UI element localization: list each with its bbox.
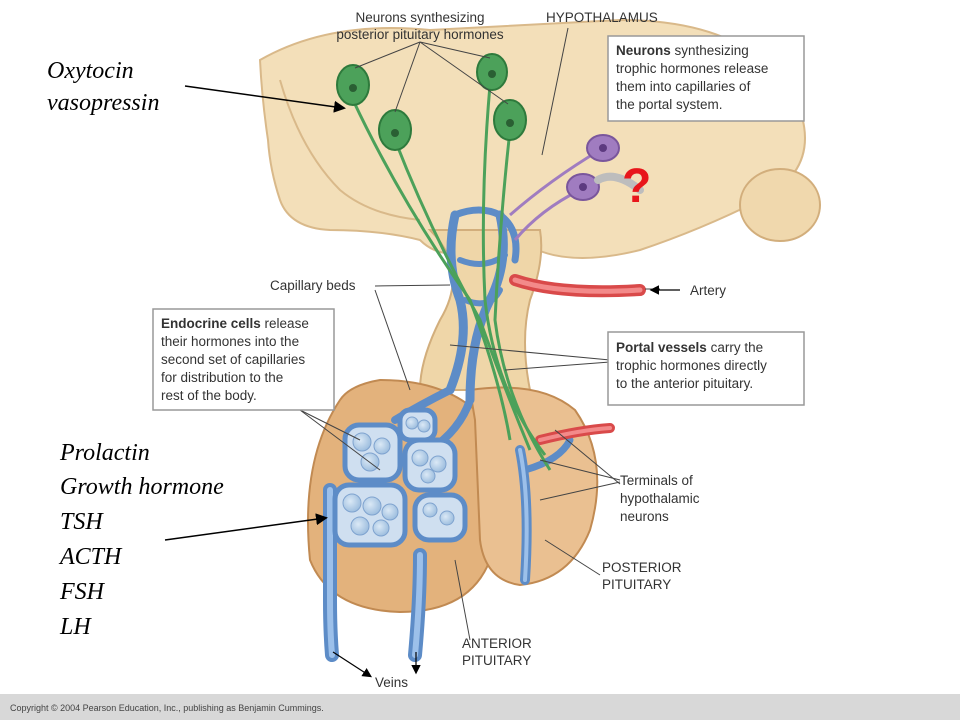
- label-artery: Artery: [690, 283, 726, 298]
- portal-vessels-box-line3: to the anterior pituitary.: [616, 376, 753, 391]
- vein-arrows: [332, 285, 680, 678]
- neurons-trophic-box: [607, 35, 805, 122]
- label-veins: Veins: [375, 675, 408, 690]
- endocrine-cells-box-text: Endocrine cells release: [161, 316, 309, 331]
- copyright-bar: [0, 694, 960, 720]
- portal-vessels-box-line2: trophic hormones directly: [616, 358, 767, 373]
- neurons-trophic-box-line2: trophic hormones release: [616, 61, 768, 76]
- label-prolactin: Prolactin: [59, 440, 150, 466]
- mammillary-body: [739, 168, 821, 242]
- label-posterior-pituitary-2: PITUITARY: [602, 577, 671, 592]
- endocrine-cells-box-line4: for distribution to the: [161, 370, 283, 385]
- artery-vessel: [509, 274, 646, 445]
- label-hypothalamus: HYPOTHALAMUS: [546, 10, 658, 25]
- neurons-trophic-box-text: Neurons synthesizing: [616, 43, 749, 58]
- label-posterior-pituitary-1: POSTERIOR: [602, 560, 682, 575]
- endocrine-cells-box-line5: rest of the body.: [161, 388, 257, 403]
- label-fsh: FSH: [59, 579, 106, 605]
- pointer-arrows: [164, 85, 346, 541]
- posterior-pituitary: [468, 386, 599, 587]
- neurons-trophic-box-line4: the portal system.: [616, 97, 723, 112]
- label-oxytocin: Oxytocin: [47, 58, 134, 84]
- neurons-trophic-box-line3: them into capillaries of: [616, 79, 751, 94]
- portal-vessels-box-text: Portal vessels carry the: [616, 340, 763, 355]
- endocrine-cells-box-line2: their hormones into the: [161, 334, 299, 349]
- portal-vessels-highlight: [326, 448, 529, 658]
- label-anterior-pituitary-1: ANTERIOR: [462, 636, 532, 651]
- label-neurons-posterior-2: posterior pituitary hormones: [336, 27, 504, 42]
- copyright-text: Copyright © 2004 Pearson Education, Inc.…: [10, 703, 324, 713]
- endocrine-cells-box: [152, 308, 335, 411]
- label-terminals-2: hypothalamic: [620, 491, 700, 506]
- portal-vessels-box: [607, 331, 805, 406]
- label-anterior-pituitary-2: PITUITARY: [462, 653, 531, 668]
- hypothalamus-fold: [279, 79, 421, 221]
- posterior-hormone-neurons: [336, 53, 552, 471]
- label-lh: LH: [59, 614, 92, 640]
- label-growth-hormone: Growth hormone: [60, 474, 224, 500]
- trophic-arrow: [594, 172, 644, 194]
- trophic-hormone-neurons: [509, 134, 620, 241]
- label-vasopressin: vasopressin: [47, 90, 159, 116]
- label-tsh: TSH: [60, 509, 104, 535]
- label-capillary-beds: Capillary beds: [270, 278, 356, 293]
- label-terminals-3: neurons: [620, 509, 669, 524]
- label-acth: ACTH: [58, 544, 123, 570]
- label-terminals-1: Terminals of: [620, 473, 693, 488]
- label-neurons-posterior-1: Neurons synthesizing: [355, 10, 484, 25]
- question-mark: ?: [622, 160, 651, 213]
- endocrine-cells-box-line3: second set of capillaries: [161, 352, 305, 367]
